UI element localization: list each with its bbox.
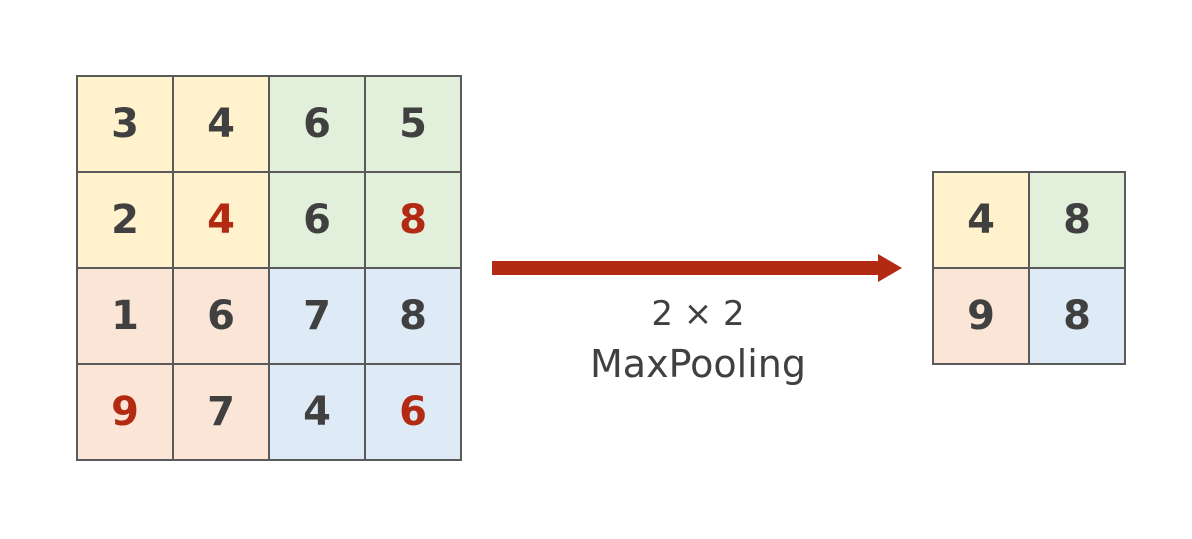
arrow-head	[878, 254, 902, 282]
input-cell-r3-c1: 1	[78, 269, 174, 365]
arrow-shaft	[492, 261, 880, 275]
output-cell-r1-c1: 4	[934, 173, 1030, 269]
input-cell-r2-c4: 8	[366, 173, 462, 269]
pool-size-label: 2 × 2	[651, 294, 745, 334]
input-cell-r4-c4: 6	[366, 365, 462, 461]
input-cell-r2-c2: 4	[174, 173, 270, 269]
input-cell-r1-c2: 4	[174, 77, 270, 173]
input-cell-r2-c1: 2	[78, 173, 174, 269]
input-cell-r1-c4: 5	[366, 77, 462, 173]
input-cell-r3-c3: 7	[270, 269, 366, 365]
input-cell-r4-c3: 4	[270, 365, 366, 461]
output-cell-r2-c1: 9	[934, 269, 1030, 365]
input-cell-r1-c1: 3	[78, 77, 174, 173]
output-cell-r1-c2: 8	[1030, 173, 1126, 269]
input-cell-r4-c1: 9	[78, 365, 174, 461]
input-cell-r4-c2: 7	[174, 365, 270, 461]
input-cell-r3-c2: 6	[174, 269, 270, 365]
input-cell-r3-c4: 8	[366, 269, 462, 365]
input-cell-r1-c3: 6	[270, 77, 366, 173]
output-cell-r2-c2: 8	[1030, 269, 1126, 365]
input-cell-r2-c3: 6	[270, 173, 366, 269]
right-arrow-icon	[492, 254, 902, 282]
operation-name-label: MaxPooling	[590, 342, 806, 386]
